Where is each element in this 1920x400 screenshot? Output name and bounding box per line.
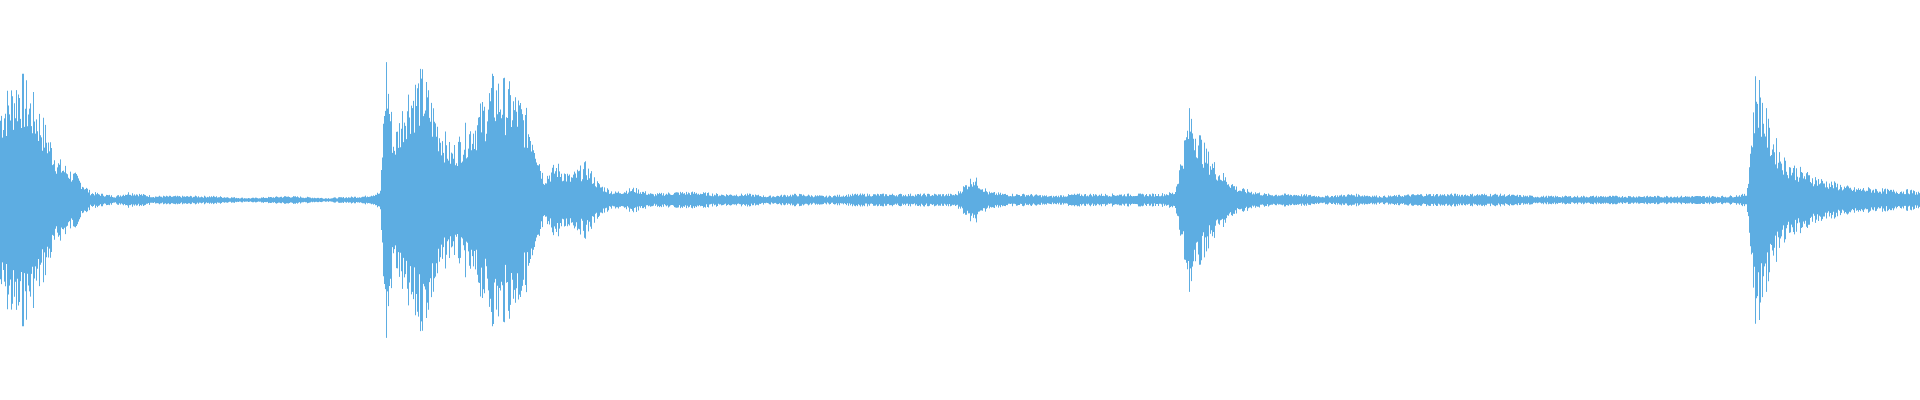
waveform-signal — [0, 62, 1920, 338]
